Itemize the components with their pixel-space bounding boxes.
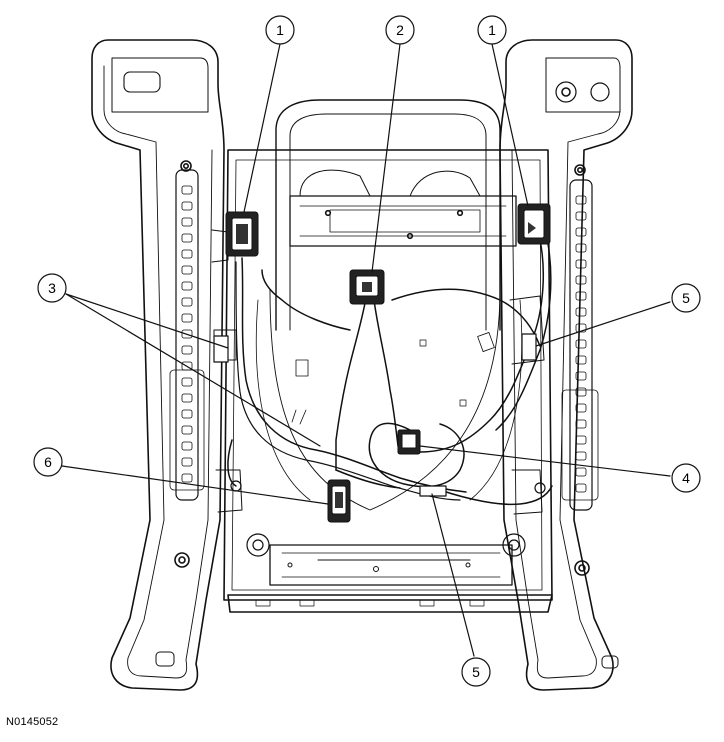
connector-center-upper[interactable] bbox=[349, 269, 385, 305]
mounting-bolts bbox=[230, 480, 546, 557]
track-slot bbox=[575, 371, 587, 381]
track-slot bbox=[575, 387, 587, 397]
track-slot bbox=[181, 313, 193, 323]
connector-right-upper[interactable] bbox=[517, 203, 551, 245]
track-slot bbox=[575, 355, 587, 365]
track-slot bbox=[181, 329, 193, 339]
track-slot bbox=[575, 435, 587, 445]
left-seat-track bbox=[91, 39, 243, 691]
svg-text:4: 4 bbox=[682, 470, 690, 486]
track-slot bbox=[575, 451, 587, 461]
svg-text:2: 2 bbox=[396, 22, 404, 38]
track-slot bbox=[575, 227, 587, 237]
connector-left-upper[interactable] bbox=[225, 211, 259, 257]
track-slot bbox=[181, 425, 193, 435]
track-slot bbox=[181, 441, 193, 451]
harness-clip-right[interactable] bbox=[213, 333, 537, 497]
track-slot bbox=[575, 419, 587, 429]
callout-1-right: 1 bbox=[477, 15, 507, 45]
figure-id-label: N0145052 bbox=[6, 716, 59, 728]
leader-lines bbox=[61, 43, 671, 657]
svg-text:6: 6 bbox=[44, 454, 52, 470]
track-slot bbox=[575, 323, 587, 333]
track-slot bbox=[181, 281, 193, 291]
track-slot bbox=[181, 393, 193, 403]
track-slot bbox=[181, 361, 193, 371]
svg-text:5: 5 bbox=[472, 664, 480, 680]
track-slot bbox=[575, 483, 587, 493]
track-slot bbox=[181, 201, 193, 211]
svg-text:3: 3 bbox=[48, 280, 56, 296]
track-slot bbox=[181, 185, 193, 195]
left-track-slots bbox=[181, 185, 193, 483]
track-slot bbox=[575, 275, 587, 285]
svg-text:1: 1 bbox=[276, 22, 284, 38]
track-slot bbox=[181, 345, 193, 355]
track-slot bbox=[575, 467, 587, 477]
track-slot bbox=[575, 243, 587, 253]
track-slot bbox=[181, 217, 193, 227]
track-slot bbox=[181, 233, 193, 243]
callout-5-right: 5 bbox=[671, 283, 701, 313]
track-slot bbox=[181, 409, 193, 419]
right-track-slots bbox=[575, 195, 587, 493]
track-slot bbox=[575, 259, 587, 269]
right-seat-track bbox=[499, 39, 633, 691]
track-slot bbox=[575, 339, 587, 349]
connector-center-lower[interactable] bbox=[327, 479, 351, 523]
callout-4: 4 bbox=[671, 463, 701, 493]
track-slot bbox=[575, 211, 587, 221]
track-slot bbox=[181, 457, 193, 467]
track-slot bbox=[575, 403, 587, 413]
callout-6: 6 bbox=[33, 447, 63, 477]
track-slot bbox=[575, 307, 587, 317]
track-slot bbox=[181, 297, 193, 307]
track-slot bbox=[575, 291, 587, 301]
callout-1-left: 1 bbox=[265, 15, 295, 45]
callout-5-bottom: 5 bbox=[461, 657, 491, 687]
connector-center-right[interactable] bbox=[397, 429, 421, 455]
track-slot bbox=[181, 377, 193, 387]
track-slot bbox=[181, 249, 193, 259]
back-frame-loop bbox=[275, 99, 501, 331]
svg-text:1: 1 bbox=[488, 22, 496, 38]
track-slot bbox=[575, 195, 587, 205]
svg-text:5: 5 bbox=[682, 290, 690, 306]
callout-2: 2 bbox=[385, 15, 415, 45]
callout-3: 3 bbox=[37, 273, 67, 303]
track-slot bbox=[181, 265, 193, 275]
track-slot bbox=[181, 473, 193, 483]
